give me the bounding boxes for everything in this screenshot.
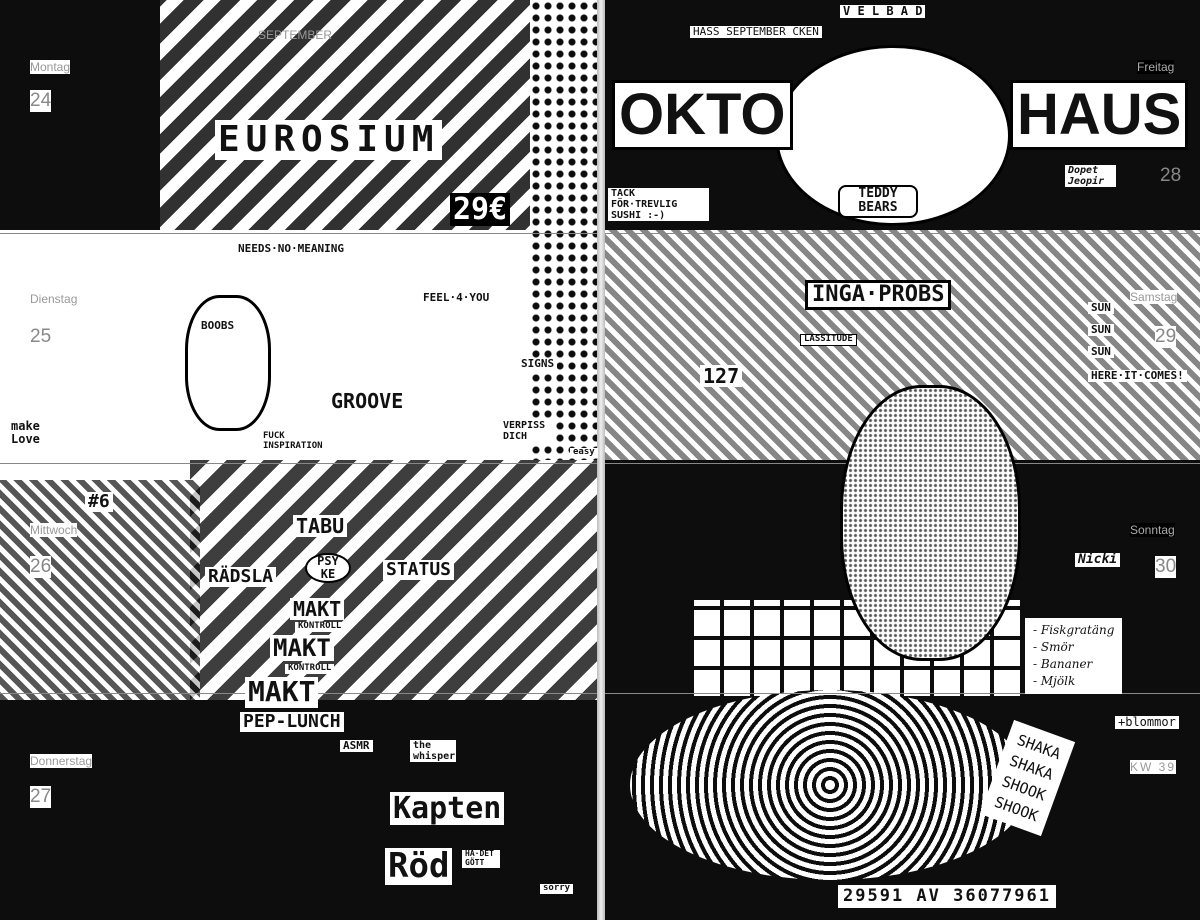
radsla-text: RÄDSLA — [205, 567, 277, 587]
makt-text: MAKT — [245, 676, 319, 708]
sun-text: SUN — [1088, 345, 1114, 359]
sun-text: SUN — [1088, 323, 1114, 337]
tack-text: TACK FÖR·TREVLIG SUSHI :-) — [608, 188, 709, 221]
header-text: HASS SEPTEMBER CKEN — [690, 25, 822, 39]
kontroll-text: KONTROLL — [285, 663, 335, 674]
teddy-bears-text: TEDDY BEARS — [838, 185, 918, 218]
lassitude-text: LASSITUDE — [800, 334, 857, 346]
list-item: - Smör — [1033, 640, 1074, 654]
book-spine — [597, 0, 605, 920]
date-number: 30 — [1155, 556, 1177, 578]
inga-probs-text: INGA·PROBS — [805, 280, 952, 311]
date-number: 28 — [1160, 165, 1182, 186]
the-whisper-text: the whisper — [410, 740, 456, 762]
pep-lunch-text: PEP-LUNCH — [240, 712, 344, 732]
tabu-text: TABU — [293, 515, 348, 537]
counter-text: 29591 AV 36077961 — [838, 885, 1056, 908]
eurosium-text: EUROSIUM — [215, 120, 443, 160]
blommor-text: +blommor — [1115, 715, 1179, 730]
ha-det-gott-text: HA·DET GÖTT — [462, 849, 500, 868]
date-number: 26 — [30, 556, 52, 578]
list-item: - Bananer — [1033, 657, 1093, 671]
kapten-text: Kapten — [390, 792, 505, 825]
price-text: 29€ — [450, 193, 511, 226]
dopet-jeopir-text: Dopet Jeopir — [1065, 165, 1116, 187]
ink-region — [0, 0, 160, 230]
makt-text: MAKT — [270, 635, 334, 661]
weekday-label: Dienstag — [30, 292, 78, 306]
verpiss-dich-text: VERPISS DICH — [500, 420, 556, 442]
concentric-waves — [630, 690, 1030, 880]
status-text: STATUS — [383, 560, 455, 580]
skull — [185, 295, 271, 431]
date-number: 25 — [30, 326, 52, 347]
stippled-face — [840, 385, 1021, 661]
date-number: 29 — [1155, 326, 1177, 348]
psyke-text: PSY KE — [305, 553, 351, 584]
ink-region — [0, 700, 600, 920]
asmr-text: ASMR — [340, 739, 373, 753]
make-love-text: make Love — [8, 419, 54, 447]
needs-no-meaning-text: NEEDS·NO·MEANING — [235, 242, 347, 256]
easy-text: easy — [570, 447, 598, 458]
fuck-inspiration-text: FUCK INSPIRATION — [260, 431, 346, 452]
hatch-texture — [0, 480, 200, 700]
list-item: - Mjölk — [1033, 674, 1076, 688]
boobs-text: BOOBS — [198, 319, 238, 333]
sun-text: SUN — [1088, 301, 1114, 315]
haus-text: HAUS — [1010, 80, 1189, 150]
weekday-label: Sonntag — [1130, 523, 1175, 537]
week-number: KW 39 — [1130, 760, 1177, 774]
number-6-text: #6 — [85, 492, 113, 512]
signs-text: SIGNS — [518, 357, 558, 371]
groove-text: GROOVE — [328, 390, 407, 412]
weekday-label: Donnerstag — [30, 754, 93, 768]
weekday-label: Samstag — [1130, 290, 1178, 304]
number-127-text: 127 — [700, 365, 743, 387]
feel-4-you-text: FEEL·4·YOU — [420, 291, 493, 305]
sorry-text: sorry — [540, 883, 574, 894]
kontroll-text: KONTROLL — [295, 621, 345, 632]
month-label: SEPTEMBER — [258, 28, 333, 42]
date-number: 27 — [30, 786, 52, 808]
nicki-text: Nicki — [1075, 552, 1121, 568]
okto-text: OKTO — [612, 80, 793, 150]
rod-text: Röd — [385, 847, 453, 886]
weekday-label: Freitag — [1137, 60, 1175, 74]
date-number: 24 — [30, 90, 52, 112]
vlbad-text: V E L B A D — [840, 4, 926, 19]
list-item: - Fiskgratäng — [1033, 623, 1115, 637]
weekday-label: Montag — [30, 60, 71, 74]
dot-texture — [530, 0, 600, 460]
here-it-comes-text: HERE·IT·COMES! — [1088, 369, 1187, 383]
makt-text: MAKT — [290, 598, 345, 620]
weekday-label: Mittwoch — [30, 523, 78, 537]
shopping-list: - Fiskgratäng - Smör - Bananer - Mjölk — [1025, 618, 1123, 694]
